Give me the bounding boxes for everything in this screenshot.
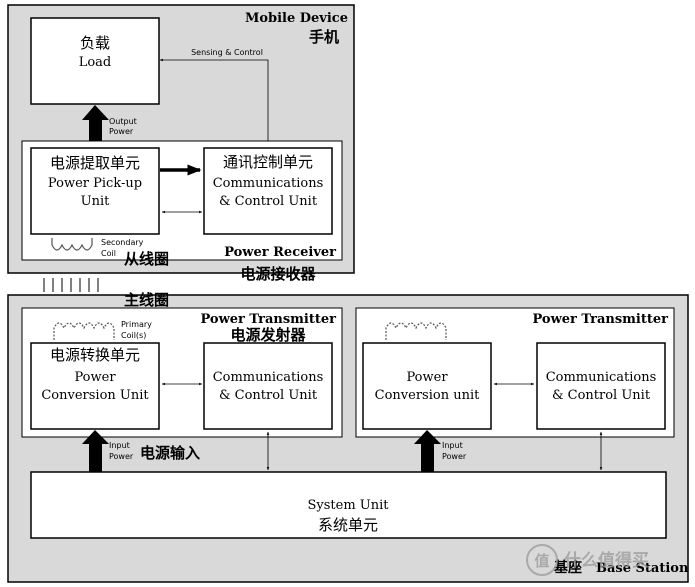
load-label: Load <box>79 55 112 70</box>
transmitter-comm-left-label-line1: Communications <box>213 370 324 385</box>
input-power-left-label-line2: Power <box>109 452 134 461</box>
transmitter-comm-left-label-line2: & Control Unit <box>219 388 318 403</box>
input-power-right-label-line2: Power <box>442 452 467 461</box>
power-conversion-right-label-line2: Conversion unit <box>375 388 480 403</box>
input-power-left-arrow-head <box>82 430 109 444</box>
transmitter-comm-right-box <box>536 342 666 430</box>
power-receiver-title: Power Receiver <box>224 245 336 260</box>
power-pickup-label-zh: 电源提取单元 <box>50 154 140 172</box>
mobile-device-title-zh: 手机 <box>309 28 339 46</box>
power-conversion-left-box <box>30 342 160 430</box>
input-power-label-zh: 电源输入 <box>140 444 200 462</box>
secondary-coil-icon <box>51 238 93 251</box>
input-power-right-arrow-head <box>414 430 441 444</box>
primary-coil-right-icon <box>385 322 447 340</box>
primary-coil-label-zh: 主线圈 <box>124 291 169 309</box>
sensing-control-link <box>159 58 270 149</box>
system-unit-box <box>30 471 667 539</box>
load-box <box>30 17 160 105</box>
load-label-zh: 负载 <box>80 34 110 52</box>
output-power-arrow-head <box>82 105 109 120</box>
magnetic-field-lines <box>43 278 99 292</box>
power-conversion-right-box <box>362 342 492 430</box>
power-conversion-right-label-line1: Power <box>406 370 448 385</box>
power-conversion-left-label-line1: Power <box>74 370 116 385</box>
power-conversion-left-label-zh: 电源转换单元 <box>50 346 140 364</box>
power-transmitter-right-title: Power Transmitter <box>532 312 668 327</box>
receiver-comm-label-line1: Communications <box>213 176 324 191</box>
transmitter-comm-right-label-line2: & Control Unit <box>552 388 651 403</box>
receiver-comm-label-line2: & Control Unit <box>219 194 318 209</box>
input-power-right-arrow-shaft <box>421 442 434 472</box>
watermark-text: 什么值得买 <box>564 550 649 571</box>
system-unit-label-zh: 系统单元 <box>318 516 378 534</box>
sensing-control-label: Sensing & Control <box>191 48 263 57</box>
base-station-title-zh: 基座 <box>554 559 582 576</box>
base-station-title: Base Station <box>596 561 689 576</box>
power-pickup-label-line2: Unit <box>81 194 110 209</box>
receiver-comm-box <box>203 147 333 235</box>
input-power-left-label-line1: Input <box>109 441 130 450</box>
power-conversion-left-label-line2: Conversion Unit <box>41 388 149 403</box>
secondary-coil-label-line2: Coil <box>101 249 116 258</box>
primary-coil-label-line1: Primary <box>121 320 152 329</box>
watermark-logo-icon <box>526 544 558 576</box>
power-transmitter-left-title: Power Transmitter <box>200 312 336 327</box>
receiver-comm-label-zh: 通讯控制单元 <box>223 153 313 171</box>
watermark-logo-char: 值 <box>534 552 549 570</box>
input-power-right-label-line1: Input <box>442 441 463 450</box>
secondary-coil-label-zh: 从线圈 <box>124 250 169 268</box>
watermark: 值 什么值得买 <box>526 544 649 576</box>
input-power-left-arrow-shaft <box>89 442 102 472</box>
system-unit-label: System Unit <box>307 498 389 513</box>
transmitter-comm-left-box <box>203 342 333 430</box>
output-power-label-line2: Power <box>109 127 134 136</box>
primary-coil-label-line2: Coil(s) <box>121 331 146 340</box>
primary-coil-left-icon <box>53 322 115 340</box>
mobile-device-title: Mobile Device <box>245 11 348 26</box>
output-power-label-line1: Output <box>109 117 137 126</box>
secondary-coil-label-line1: Secondary <box>101 238 144 247</box>
power-receiver-title-zh: 电源接收器 <box>240 265 316 283</box>
power-pickup-box <box>30 147 160 235</box>
transmitter-comm-right-label-line1: Communications <box>546 370 657 385</box>
power-pickup-label-line1: Power Pick-up <box>48 176 142 191</box>
power-transmitter-left-title-zh: 电源发射器 <box>230 326 306 344</box>
